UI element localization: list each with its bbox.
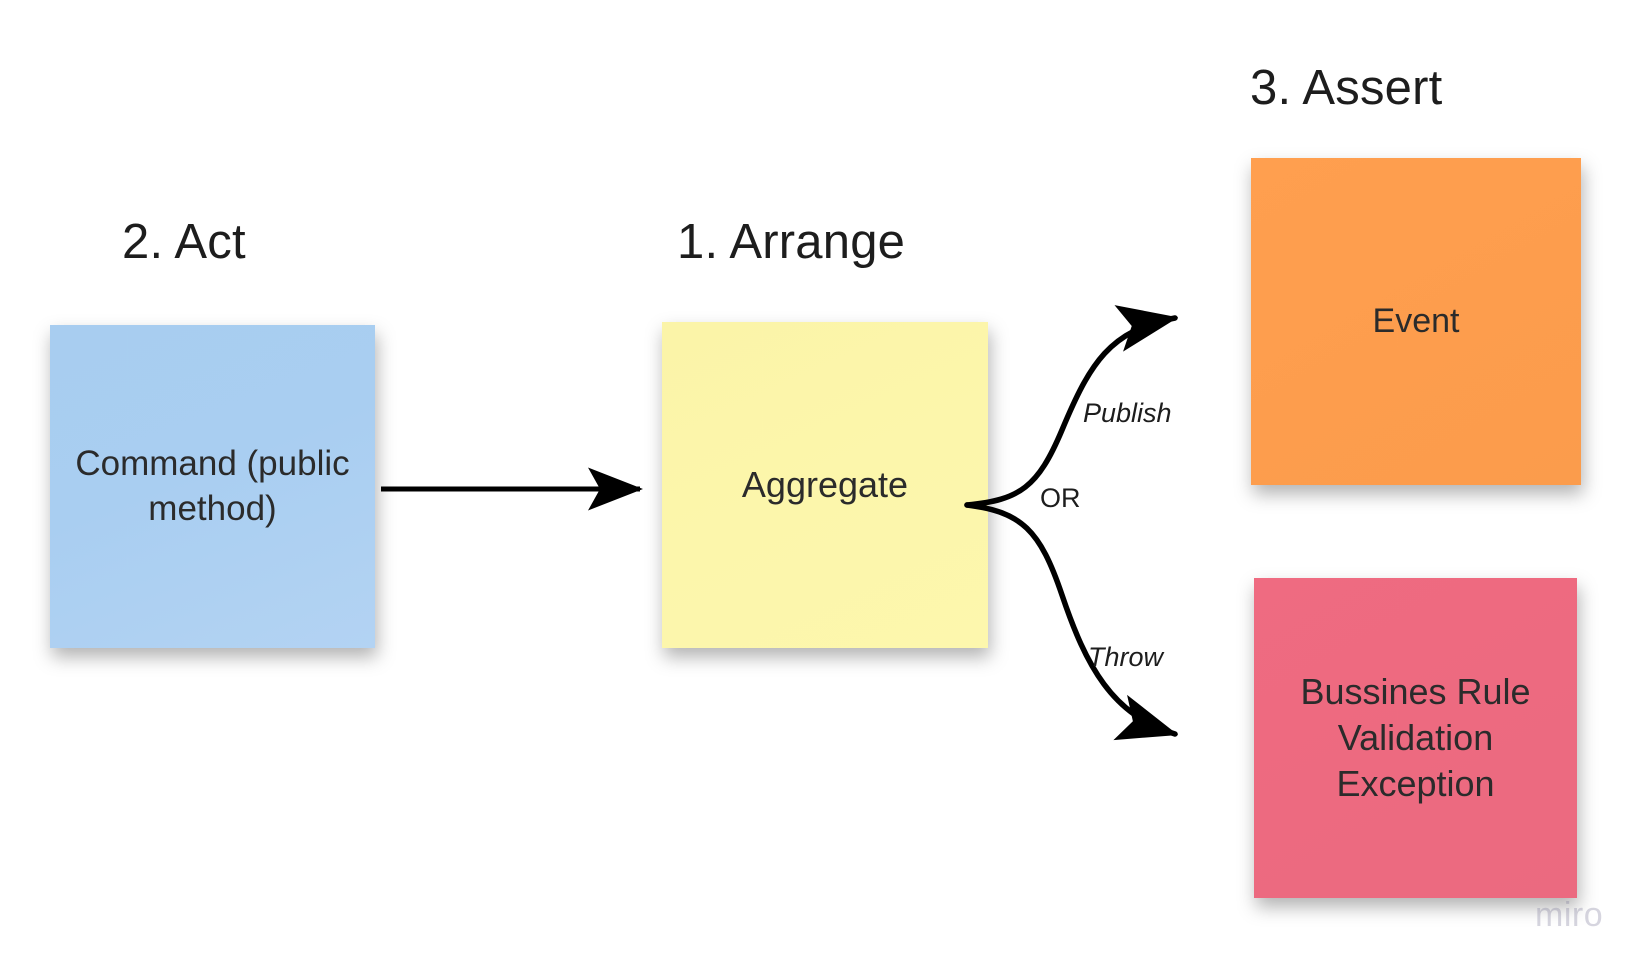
sticky-note-command[interactable]: Command (public method) bbox=[50, 325, 375, 648]
edge-label-publish: Publish bbox=[1083, 398, 1172, 428]
sticky-note-aggregate[interactable]: Aggregate bbox=[662, 322, 988, 648]
heading-act: 2. Act bbox=[122, 215, 246, 269]
miro-watermark: miro bbox=[1535, 896, 1604, 934]
sticky-note-event[interactable]: Event bbox=[1251, 158, 1581, 485]
connector-aggregate-to-exception[interactable] bbox=[964, 502, 1179, 741]
arrow-aggregate-to-exception bbox=[964, 502, 1179, 741]
sticky-note-aggregate-label: Aggregate bbox=[741, 463, 909, 505]
sticky-note-exception-label: Bussines Rule Validation Exception bbox=[1300, 670, 1531, 805]
sticky-note-event-label: Event bbox=[1372, 301, 1460, 340]
sticky-note-business-rule-validation-exception[interactable]: Bussines Rule Validation Exception bbox=[1254, 578, 1577, 898]
heading-arrange: 1. Arrange bbox=[677, 215, 906, 269]
edge-label-or: OR bbox=[1040, 483, 1081, 513]
edge-label-throw: Throw bbox=[1088, 642, 1164, 672]
sticky-note-command-label: Command (public method) bbox=[75, 443, 350, 528]
heading-assert: 3. Assert bbox=[1250, 61, 1443, 115]
